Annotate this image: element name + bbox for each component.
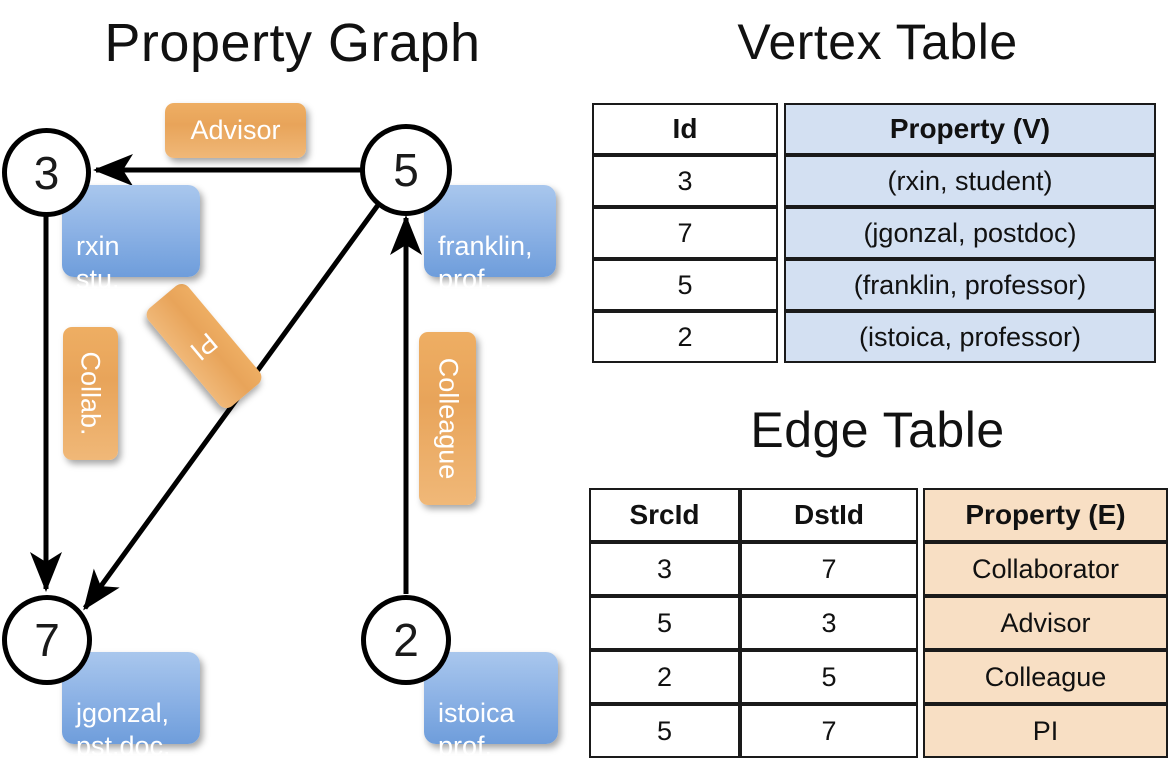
vertex-cell-property: (istoica, professor) [784, 311, 1156, 363]
edge-cell-srcid: 5 [589, 704, 740, 758]
graph-node-5-label: 5 [393, 144, 419, 196]
vertex-property-box-5-text: franklin, prof. [438, 231, 533, 294]
page-title-property-graph: Property Graph [104, 13, 481, 73]
edge-cell-srcid: 2 [589, 650, 740, 704]
vertex-property-box-2-text: istoica prof. [438, 698, 515, 761]
vertex-property-box-5: franklin, prof. [424, 185, 556, 294]
edge-label-collab-text: Collab. [76, 351, 107, 436]
vertex-table-header-property: Property (V) [784, 103, 1156, 155]
vertex-cell-property: (franklin, professor) [784, 259, 1156, 311]
edge-cell-srcid: 5 [589, 596, 740, 650]
table-row[interactable]: 5 7 PI [589, 704, 1168, 758]
edge-label-advisor: Advisor [165, 103, 306, 158]
graph-edge-arrows [30, 154, 422, 611]
vertex-property-box-3-text: rxin stu. [76, 231, 120, 294]
vertex-table-header-id: Id [592, 103, 778, 155]
edge-table-header-dstid: DstId [740, 488, 918, 542]
table-row[interactable]: 3 (rxin, student) [592, 155, 1156, 207]
table-row[interactable]: 5 (franklin, professor) [592, 259, 1156, 311]
edge-cell-dstid: 7 [740, 704, 918, 758]
edge-table-header-property: Property (E) [923, 488, 1168, 542]
edge-cell-dstid: 5 [740, 650, 918, 704]
edge-table: SrcId DstId Property (E) 3 7 Collaborato… [589, 488, 1168, 758]
table-row[interactable]: 2 5 Colleague [589, 650, 1168, 704]
vertex-cell-id: 7 [592, 207, 778, 259]
edge-table-header-srcid: SrcId [589, 488, 740, 542]
edge-cell-dstid: 3 [740, 596, 918, 650]
edge-label-collab: Collab. [63, 327, 118, 460]
vertex-table: Id Property (V) 3 (rxin, student) 7 (jgo… [592, 103, 1156, 363]
vertex-cell-id: 5 [592, 259, 778, 311]
edge-label-colleague-text: Colleague [433, 357, 463, 480]
graph-node-7[interactable]: 7 [2, 595, 92, 685]
graph-node-2[interactable]: 2 [361, 595, 451, 685]
vertex-cell-id: 3 [592, 155, 778, 207]
edge-cell-property: Advisor [923, 596, 1168, 650]
graph-node-2-label: 2 [393, 614, 419, 666]
vertex-property-box-7-text: jgonzal, pst.doc. [76, 698, 171, 761]
graph-node-7-label: 7 [34, 614, 60, 666]
vertex-cell-id: 2 [592, 311, 778, 363]
edge-table-header-row: SrcId DstId Property (E) [589, 488, 1168, 542]
vertex-cell-property: (rxin, student) [784, 155, 1156, 207]
edge-cell-property: Colleague [923, 650, 1168, 704]
vertex-property-box-3: rxin stu. [62, 185, 200, 294]
edge-cell-property: Collaborator [923, 542, 1168, 596]
table-row[interactable]: 3 7 Collaborator [589, 542, 1168, 596]
edge-label-advisor-text: Advisor [190, 115, 281, 145]
vertex-property-box-2: istoica prof. [424, 652, 558, 761]
graph-node-5[interactable]: 5 [360, 124, 452, 216]
page-title-vertex-table: Vertex Table [737, 14, 1018, 70]
vertex-cell-property: (jgonzal, postdoc) [784, 207, 1156, 259]
edge-cell-property: PI [923, 704, 1168, 758]
vertex-property-box-7: jgonzal, pst.doc. [62, 652, 200, 761]
property-graph-diagram: Advisor Collab. PI Colleague rxin stu. f… [0, 0, 585, 761]
edge-cell-srcid: 3 [589, 542, 740, 596]
graph-node-3[interactable]: 3 [2, 128, 91, 217]
edge-cell-dstid: 7 [740, 542, 918, 596]
edge-label-colleague: Colleague [419, 332, 476, 505]
page-title-edge-table: Edge Table [750, 402, 1005, 458]
table-row[interactable]: 5 3 Advisor [589, 596, 1168, 650]
table-row[interactable]: 7 (jgonzal, postdoc) [592, 207, 1156, 259]
edge-arrow-pi [82, 203, 381, 611]
vertex-table-header-row: Id Property (V) [592, 103, 1156, 155]
graph-node-3-label: 3 [33, 146, 60, 199]
table-row[interactable]: 2 (istoica, professor) [592, 311, 1156, 363]
edge-label-pi-text: PI [184, 326, 224, 367]
